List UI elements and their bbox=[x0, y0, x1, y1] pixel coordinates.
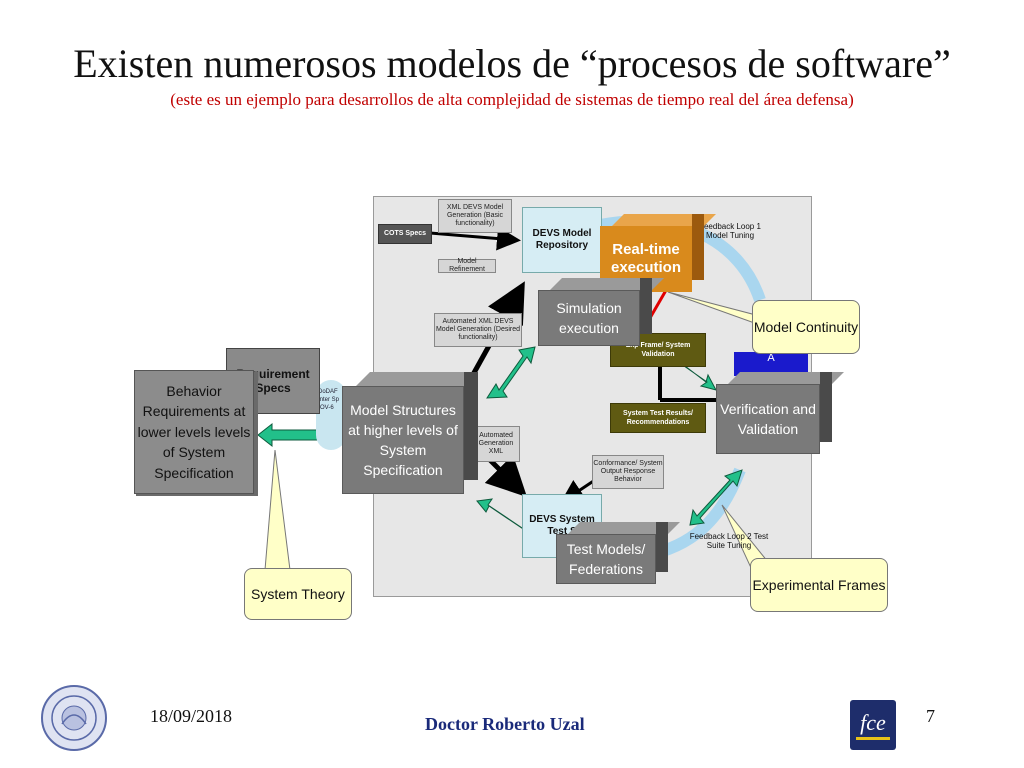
dodaf-fragment: DoDAF Inter Sp (OV-6 bbox=[316, 380, 346, 450]
green-arrow-verification-test bbox=[689, 469, 743, 526]
university-seal-icon bbox=[41, 685, 107, 751]
cots-specs-box: COTS Specs bbox=[378, 224, 432, 244]
automated-xml-devs-box: Automated XML DEVS Model Generation (Des… bbox=[434, 313, 522, 347]
experimental-frames-callout: Experimental Frames bbox=[750, 558, 888, 612]
page-number: 7 bbox=[926, 706, 935, 726]
model-refinement-box: Model Refinement bbox=[438, 258, 496, 273]
simulation-execution-box: Simulation execution bbox=[538, 278, 664, 346]
behavior-requirements-box: Behavior Requirements at lower levels le… bbox=[134, 370, 254, 494]
simulation-execution-label: Simulation execution bbox=[538, 290, 640, 346]
footer-author: Doctor Roberto Uzal bbox=[425, 714, 585, 734]
test-models-label: Test Models/ Federations bbox=[556, 534, 656, 584]
verification-validation-box: Verification and Validation bbox=[716, 372, 844, 454]
model-structures-label: Model Structures at higher levels of Sys… bbox=[342, 386, 464, 494]
system-theory-callout: System Theory bbox=[244, 568, 352, 620]
footer-date: 18/09/2018 bbox=[150, 706, 233, 726]
green-arrow-model-simulation bbox=[486, 346, 536, 399]
feedback-loop-1-label: Feedback Loop 1 Model Tuning bbox=[699, 222, 761, 240]
system-test-results-box: System Test Results/ Recommendations bbox=[610, 403, 706, 433]
model-structures-box: Model Structures at higher levels of Sys… bbox=[342, 372, 478, 494]
slide-title: Existen numerosos modelos de “procesos d… bbox=[73, 41, 951, 86]
automated-generation-xml-box: Automated Generation XML bbox=[472, 426, 520, 462]
slide-subtitle: (este es un ejemplo para desarrollos de … bbox=[170, 90, 854, 109]
test-models-box: Test Models/ Federations bbox=[556, 522, 680, 584]
verification-validation-label: Verification and Validation bbox=[716, 384, 820, 454]
conformance-box: Conformance/ System Output Response Beha… bbox=[592, 455, 664, 489]
xml-devs-basic-box: XML DEVS Model Generation (Basic functio… bbox=[438, 199, 512, 233]
feedback-loop-2-label: Feedback Loop 2 Test Suite Tuning bbox=[689, 532, 769, 550]
devs-model-repository-box: DEVS Model Repository bbox=[522, 207, 602, 273]
model-continuity-callout: Model Continuity bbox=[752, 300, 860, 354]
fce-logo-icon: fce bbox=[850, 700, 896, 750]
